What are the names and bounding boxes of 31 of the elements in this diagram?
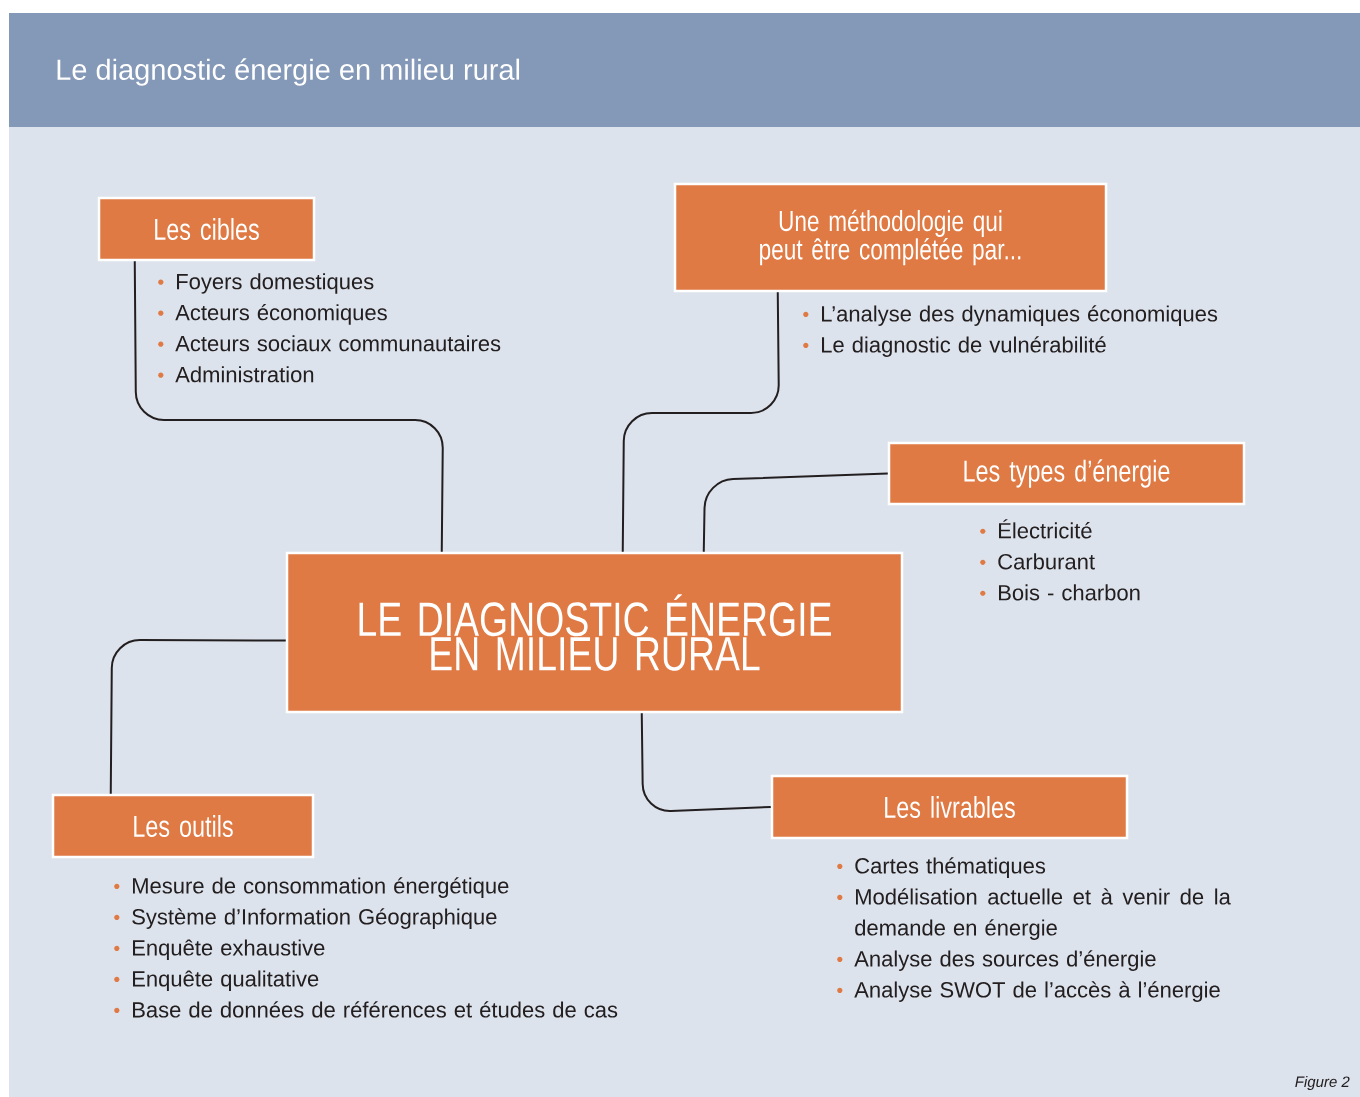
list-item: Analyse des sources d’énergie <box>837 950 1156 971</box>
connector-line <box>621 291 780 553</box>
connector-line <box>109 639 287 795</box>
list-item: Électricité <box>980 519 1092 539</box>
list-item: Cartes thématiques <box>837 857 1046 878</box>
connector-line <box>702 472 889 553</box>
list-item: Base de données de références et études de cas <box>114 1001 618 1018</box>
title-band: Le diagnostic énergie en milieu rural <box>9 13 1360 127</box>
list-item: Mesure de consommation énergétique <box>114 877 509 898</box>
list-item: Carburant <box>980 553 1095 570</box>
list-item: Enquête exhaustive <box>114 939 325 960</box>
title-box: LE DIAGNOSTIC ÉNERGIE EN MILIEU RURAL <box>285 551 904 714</box>
heading-box: Les livrables <box>770 774 1129 840</box>
list-item: Foyers domestiques <box>158 273 374 294</box>
list-item: Administration <box>158 366 314 383</box>
list-item: Analyse SWOT de l’accès à l’énergie <box>837 981 1220 1002</box>
list-item: Le diagnostic de vulnérabilité <box>803 336 1106 357</box>
list-item: L’analyse des dynamiques économiques <box>803 305 1218 326</box>
heading-box: Les cibles <box>97 196 316 262</box>
heading-box: Une méthodologie qui peut être complétée par... <box>673 182 1108 293</box>
connector-line <box>133 260 444 553</box>
list-item: Bois - charbon <box>980 584 1140 601</box>
list-item: Modélisation actuelle et à venir de la demande en énergie <box>837 888 1231 940</box>
heading-box: Les outils <box>51 793 315 859</box>
connector-line <box>640 712 772 812</box>
caption: Figure 2 <box>1295 1076 1350 1090</box>
heading-box: Les types d’énergie <box>887 441 1246 506</box>
list-item: Acteurs sociaux communautaires <box>158 335 501 352</box>
list-item: Enquête qualitative <box>114 970 319 991</box>
list-item: Système d’Information Géographique <box>114 908 497 929</box>
list-item: Acteurs économiques <box>158 303 387 325</box>
